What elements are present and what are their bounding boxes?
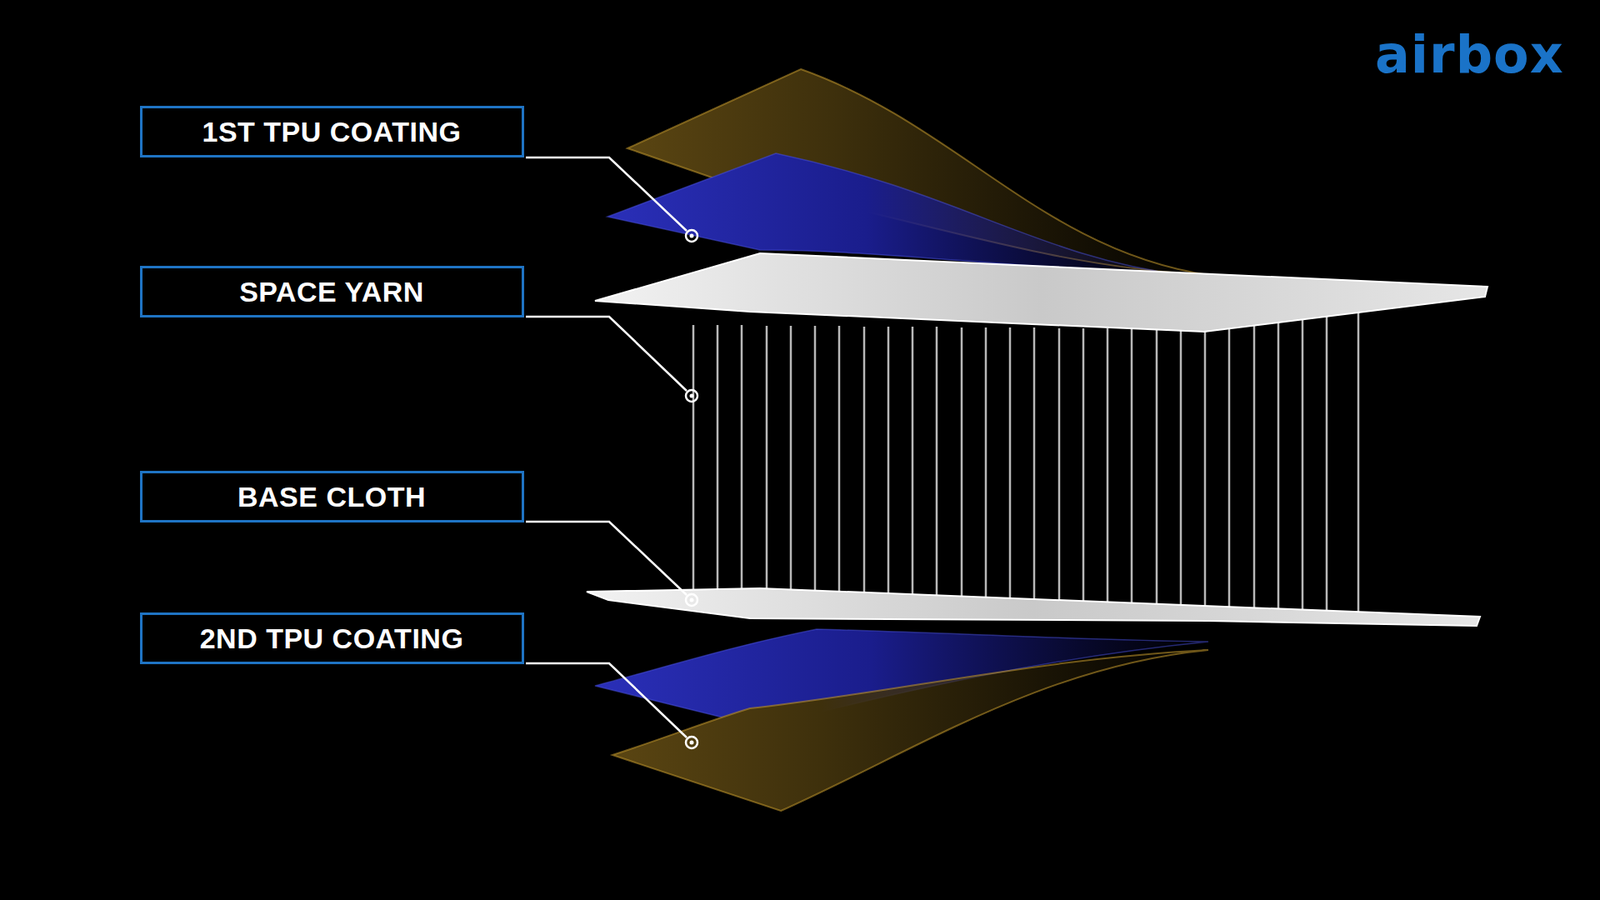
layer-label: 2ND TPU COATING — [200, 622, 465, 655]
label-box: 2ND TPU COATING — [140, 612, 525, 665]
label-box: 1ST TPU COATING — [140, 105, 525, 158]
brand-logo: airbox — [1375, 29, 1565, 81]
layer-label: 1ST TPU COATING — [202, 115, 462, 149]
label-box: SPACE YARN — [140, 265, 525, 318]
layer-label: SPACE YARN — [239, 275, 425, 309]
layer-label: BASE CLOTH — [237, 480, 426, 514]
label-box: BASE CLOTH — [140, 470, 525, 523]
